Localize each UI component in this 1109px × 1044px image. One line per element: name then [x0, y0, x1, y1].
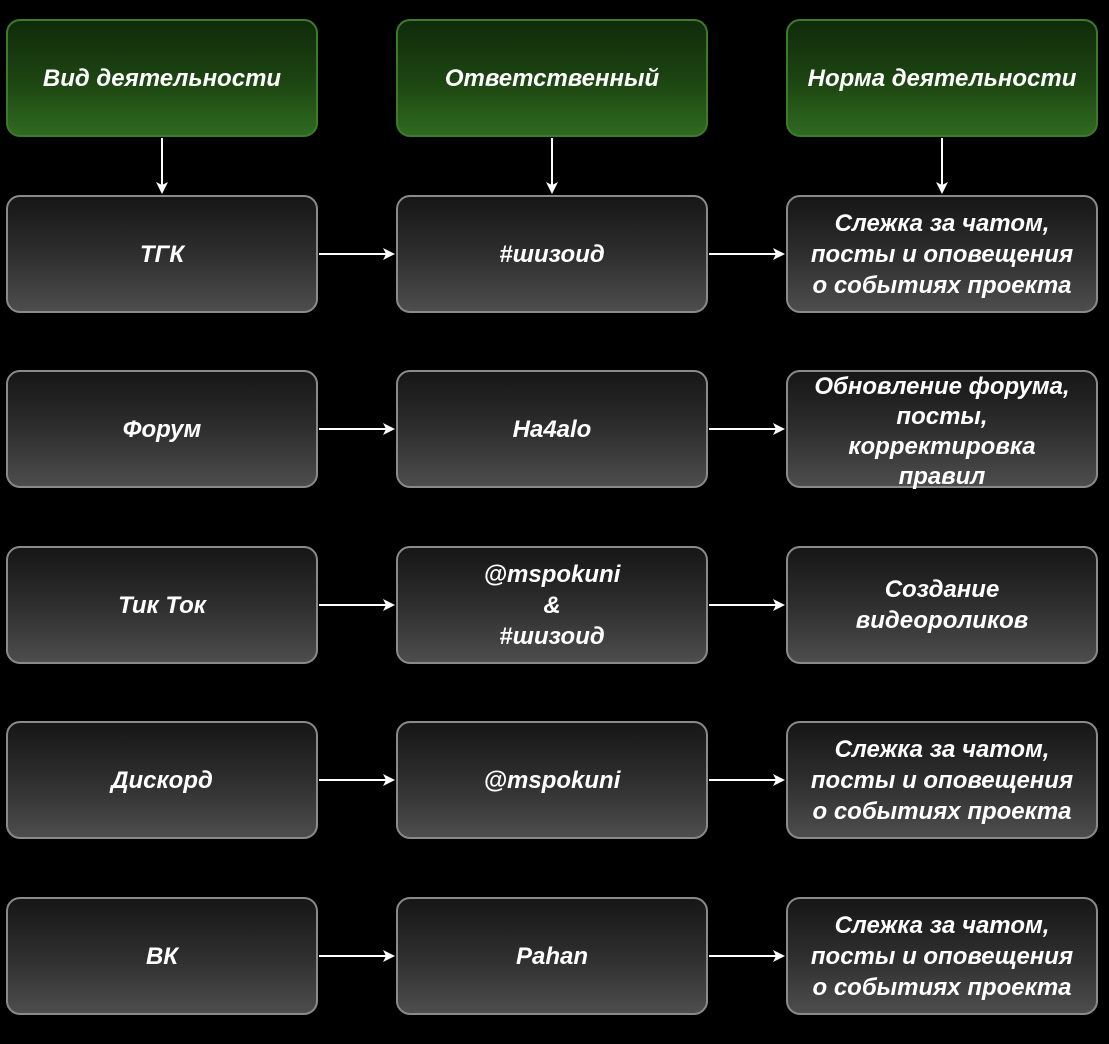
responsible-node-discord: @mspokuni: [396, 721, 708, 839]
norm-node-vk: Слежка за чатом, посты и оповещения о со…: [786, 897, 1098, 1015]
header-activity-type: Вид деятельности: [6, 19, 318, 137]
activity-node-forum: Форум: [6, 370, 318, 488]
activity-node-tiktok: Тик Ток: [6, 546, 318, 664]
norm-node-tgk: Слежка за чатом, посты и оповещения о со…: [786, 195, 1098, 313]
norm-node-tiktok: Создание видеороликов: [786, 546, 1098, 664]
activity-node-discord: Дискорд: [6, 721, 318, 839]
activity-node-vk: ВК: [6, 897, 318, 1015]
responsible-node-tiktok: @mspokuni & #шизоид: [396, 546, 708, 664]
header-responsible: Ответственный: [396, 19, 708, 137]
responsible-node-vk: Pahan: [396, 897, 708, 1015]
responsible-node-forum: Ha4alo: [396, 370, 708, 488]
responsible-node-tgk: #шизоид: [396, 195, 708, 313]
norm-node-forum: Обновление форума, посты, корректировка …: [786, 370, 1098, 490]
header-activity-norm: Норма деятельности: [786, 19, 1098, 137]
norm-node-discord: Слежка за чатом, посты и оповещения о со…: [786, 721, 1098, 839]
activity-node-tgk: ТГК: [6, 195, 318, 313]
